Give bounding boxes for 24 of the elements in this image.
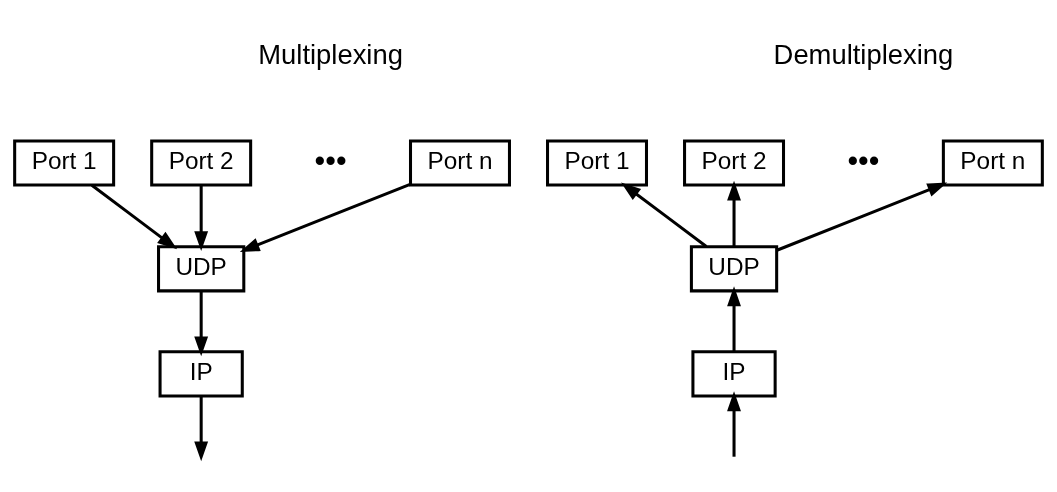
label: ••• (847, 142, 880, 177)
arrow (194, 395, 209, 461)
arrow (621, 182, 708, 248)
label: ••• (314, 142, 347, 177)
node-box: UDP (157, 244, 246, 292)
node-box: IP (691, 349, 777, 397)
arrow (194, 290, 209, 356)
label: Multiplexing (258, 38, 403, 70)
node-box: Port n (409, 138, 511, 187)
node-box: UDP (689, 244, 779, 292)
arrow (727, 390, 741, 457)
label: Demultiplexing (773, 38, 954, 70)
arrow (727, 285, 741, 352)
arrow (776, 182, 948, 252)
arrow (90, 183, 178, 249)
arrow (727, 180, 741, 246)
node-box: Port 2 (683, 138, 786, 187)
node-box: Port 1 (13, 138, 116, 187)
node-box: Port 1 (546, 138, 648, 187)
arrow (239, 182, 411, 252)
arrow (194, 184, 209, 251)
node-box: IP (158, 349, 244, 397)
node-box: Port 2 (150, 138, 253, 187)
node-box: Port n (941, 138, 1044, 187)
